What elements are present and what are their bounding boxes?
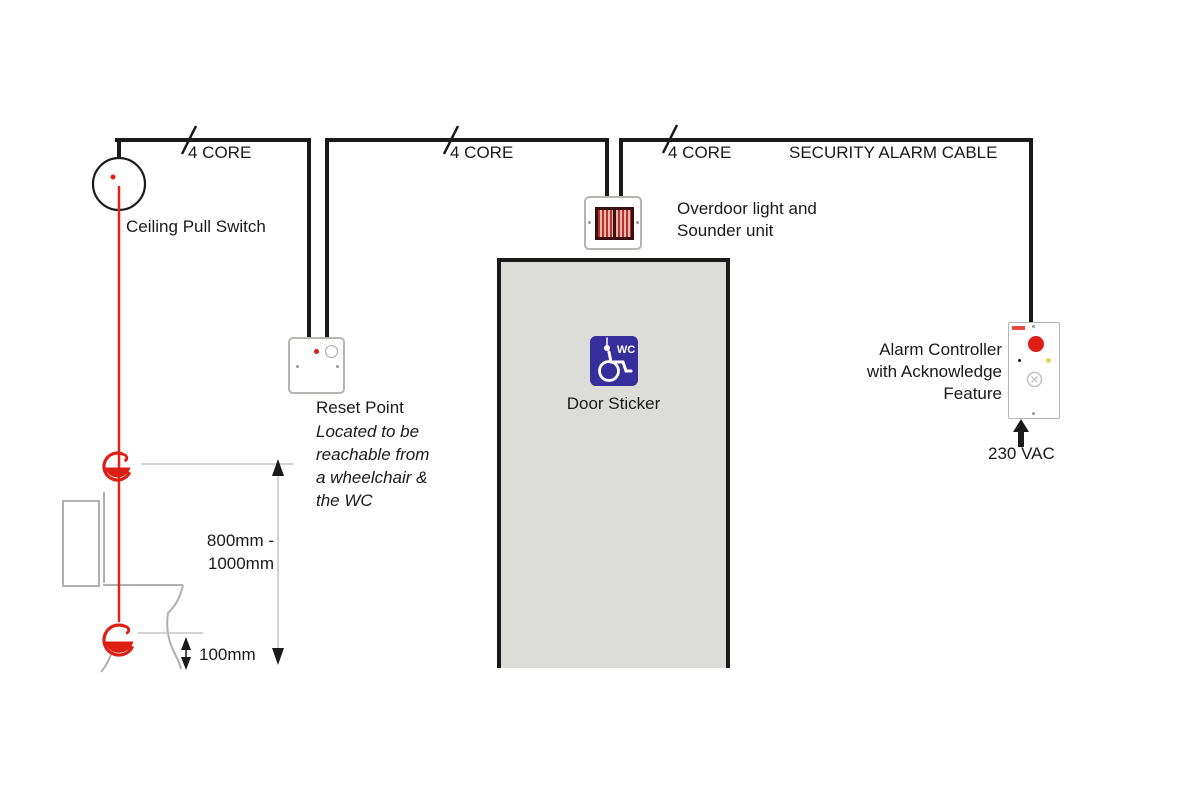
reset-point-note: Located to be reachable from a wheelchai… (316, 420, 429, 512)
cable-run-2 (325, 138, 609, 339)
screw-icon (1032, 325, 1035, 328)
reset-point-label: Reset Point (316, 398, 404, 417)
cord-handle-lower-icon (102, 623, 135, 657)
power-led (1046, 358, 1051, 363)
handle-hook (122, 452, 129, 463)
cable-core-label-3: 4 CORE (668, 143, 732, 162)
reset-note-line: Located to be (316, 422, 420, 441)
cable-run-3 (619, 138, 1033, 324)
reset-note-line: a wheelchair & (316, 468, 428, 487)
controller-label-line: with Acknowledge (866, 362, 1002, 381)
screw-icon (636, 221, 639, 224)
handle-ring (102, 451, 132, 482)
controller-label-line: Alarm Controller (879, 340, 1002, 359)
cable-slash-marks (180, 124, 679, 155)
controller-brand-mark (1012, 326, 1025, 330)
screw-icon (336, 365, 339, 368)
sticker-cord-knob (604, 345, 610, 351)
handle-weight (104, 467, 131, 478)
ceiling-pull-switch-label: Ceiling Pull Switch (126, 217, 266, 236)
cable-core-label-2: 4 CORE (450, 143, 514, 162)
handle-weight (104, 641, 134, 653)
wheel (598, 360, 620, 382)
reset-led (314, 349, 319, 354)
beacon-lens-divider (613, 210, 616, 237)
indicator-dot (1018, 359, 1021, 362)
reset-note-line: reachable from (316, 445, 430, 464)
figure-leg (609, 360, 633, 373)
cable-slash-icon (442, 125, 460, 155)
sounder-icon (1026, 371, 1043, 388)
wheelchair-icon: WC (598, 337, 635, 382)
dimension-line-text: 800mm - (206, 531, 274, 550)
cable-slash-icon (661, 124, 679, 154)
door-sticker-label: Door Sticker (566, 394, 661, 413)
dim-small-arrow-down-icon (181, 657, 191, 670)
alarm-controller-label: Alarm Controller with Acknowledge Featur… (852, 339, 1002, 405)
toilet-bowl-front (166, 584, 184, 670)
alarm-controller-box (1008, 322, 1060, 419)
reset-point-box (288, 337, 345, 394)
cable-slash-icon (180, 125, 198, 155)
reset-button (325, 345, 338, 358)
reset-note-line: the WC (316, 491, 373, 510)
dim-small-arrow-up-icon (181, 637, 191, 650)
wheelchair-wc-sticker: WC (590, 336, 638, 386)
dimension-lines (138, 459, 293, 670)
dim-arrow-down-icon (272, 648, 284, 665)
cord-handle-upper-icon (102, 451, 132, 482)
overdoor-light-sounder-box (584, 196, 642, 250)
power-supply-label: 230 VAC (988, 444, 1055, 463)
dimension-line-text: 1000mm (207, 554, 274, 573)
screw-icon (588, 221, 591, 224)
alarm-cable-runs (115, 138, 1033, 339)
floor-clearance-dimension-label: 100mm (199, 645, 256, 664)
controller-label-line: Feature (943, 384, 1002, 403)
screw-icon (296, 365, 299, 368)
beacon-lens (595, 207, 634, 240)
cable-core-label-1: 4 CORE (188, 143, 252, 162)
overdoor-label-line: Overdoor light and (677, 199, 817, 218)
handle-ring (102, 623, 135, 657)
overdoor-unit-label: Overdoor light and Sounder unit (677, 198, 817, 242)
dim-arrow-up-icon (272, 459, 284, 476)
sticker-wc-text: WC (617, 344, 635, 356)
screw-icon (1032, 412, 1035, 415)
alarm-led (1028, 336, 1044, 352)
door-panel (497, 258, 730, 668)
security-cable-label: SECURITY ALARM CABLE (789, 143, 998, 162)
power-arrow-icon (1013, 419, 1029, 447)
pull-height-dimension-label: 800mm - 1000mm (189, 529, 274, 575)
cable-run-1 (115, 138, 311, 339)
overdoor-label-line: Sounder unit (677, 221, 774, 240)
cistern-outline (62, 500, 100, 587)
pull-switch-led (110, 174, 116, 180)
handle-hook (124, 625, 131, 635)
